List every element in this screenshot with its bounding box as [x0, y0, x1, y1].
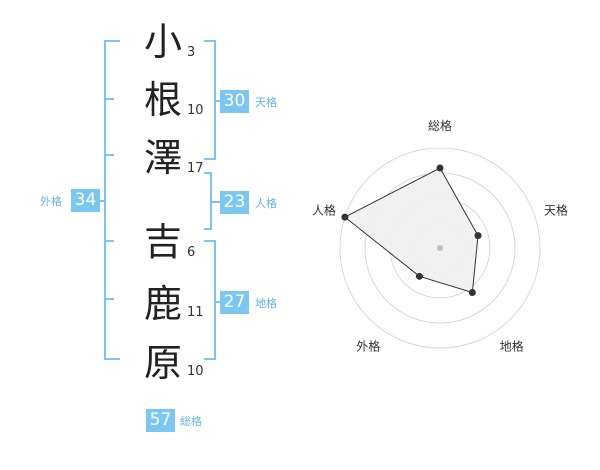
stroke-count-1: 3: [187, 45, 196, 60]
radar-area: [343, 167, 479, 294]
chikaku-bracket-bottom: [204, 358, 216, 360]
stroke-count-4: 6: [187, 245, 196, 260]
gaikaku-bracket-bottom: [104, 358, 120, 360]
chikaku-label: 地格: [255, 297, 277, 310]
chikaku-badge: 27: [220, 291, 249, 314]
gaikaku-bracket-top: [104, 40, 120, 42]
tenkaku-bracket-bottom: [204, 158, 216, 160]
name-char-4: 吉: [143, 220, 182, 264]
jinkaku-bracket-top: [204, 172, 212, 174]
name-char-6: 原: [143, 341, 182, 385]
chikaku-bracket-vertical: [214, 240, 216, 360]
jinkaku-label: 人格: [255, 197, 277, 210]
radar-point-3: [468, 288, 476, 296]
gaikaku-connector: [96, 200, 105, 202]
name-char-5: 鹿: [143, 282, 182, 326]
stroke-count-6: 10: [187, 364, 204, 379]
radar-point-4: [415, 272, 423, 280]
name-char-1: 小: [143, 20, 182, 64]
gaikaku-bracket-tick-2: [104, 98, 114, 100]
chikaku-bracket-top: [204, 240, 216, 242]
radar-axis-label-1: 総格: [428, 118, 452, 133]
jinkaku-connector: [210, 201, 220, 203]
radar-ring-4: [339, 147, 541, 349]
gaikaku-bracket-vertical: [104, 40, 106, 360]
tenkaku-bracket-top: [204, 40, 216, 42]
jinkaku-bracket-bottom: [204, 228, 212, 230]
radar-point-5: [341, 213, 349, 221]
radar-axis-label-3: 地格: [500, 339, 524, 354]
chikaku-connector: [214, 301, 220, 303]
soukaku-badge: 57: [146, 409, 175, 432]
gaikaku-bracket-tick-5: [104, 298, 114, 300]
gaikaku-label: 外格: [40, 195, 62, 208]
gaikaku-badge: 34: [71, 189, 100, 212]
radar-axis-label-4: 外格: [356, 339, 380, 354]
radar-point-1: [436, 164, 444, 172]
radar-axis-label-2: 天格: [544, 202, 568, 217]
stroke-count-5: 11: [187, 305, 204, 320]
stroke-count-2: 10: [187, 103, 204, 118]
stroke-count-3: 17: [187, 161, 204, 176]
name-char-2: 根: [143, 78, 182, 122]
radar-center-dot: [437, 245, 443, 251]
tenkaku-label: 天格: [255, 96, 277, 109]
tenkaku-connector: [214, 100, 220, 102]
gaikaku-bracket-tick-4: [104, 240, 114, 242]
radar-axis-label-5: 人格: [312, 202, 336, 217]
jinkaku-badge: 23: [220, 191, 249, 214]
gaikaku-bracket-tick-3: [104, 154, 114, 156]
tenkaku-badge: 30: [220, 90, 249, 113]
radar-point-2: [474, 232, 482, 240]
soukaku-label: 総格: [180, 415, 202, 428]
name-char-3: 澤: [143, 136, 182, 180]
